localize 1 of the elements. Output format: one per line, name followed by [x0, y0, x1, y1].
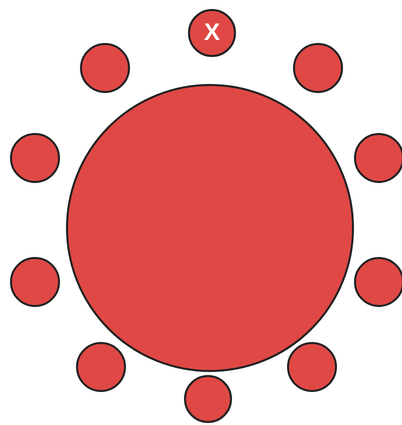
seat-label: X — [204, 21, 220, 45]
